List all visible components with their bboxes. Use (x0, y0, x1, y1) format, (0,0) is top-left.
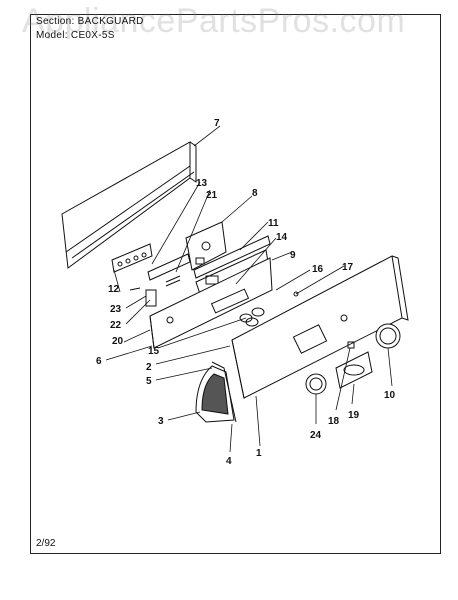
revision-date: 2/92 (36, 538, 56, 549)
callout-20: 20 (112, 336, 124, 347)
part-15-knob-set (239, 307, 265, 327)
callout-14: 14 (276, 232, 288, 243)
section-header: Section: BACKGUARD (36, 16, 144, 27)
part-13-bracket (147, 253, 191, 287)
part-18-button (347, 341, 355, 349)
callout-12: 12 (108, 284, 120, 295)
callout-4: 4 (226, 456, 232, 467)
callout-3: 3 (158, 416, 164, 427)
callout-21: 21 (206, 190, 218, 201)
part-24-knob (305, 373, 327, 395)
callout-13: 13 (196, 178, 208, 189)
part-8-control-board (185, 221, 227, 271)
callout-7: 7 (214, 118, 220, 129)
callout-8: 8 (252, 188, 258, 199)
callout-11: 11 (268, 218, 279, 229)
callout-5: 5 (146, 376, 152, 387)
callout-18: 18 (328, 416, 340, 427)
part-4-end-cap (195, 361, 237, 423)
callout-17: 17 (342, 262, 354, 273)
part-19-bezel (335, 351, 373, 389)
callout-24: 24 (310, 430, 322, 441)
callout-16: 16 (312, 264, 324, 275)
callout-23: 23 (110, 304, 122, 315)
callout-2: 2 (146, 362, 152, 373)
callout-labels: 7 8 13 21 11 14 9 16 17 12 23 22 20 6 15… (96, 118, 396, 467)
model-value: CE0X-5S (70, 30, 115, 41)
section-value: BACKGUARD (77, 16, 144, 27)
callout-22: 22 (110, 320, 122, 331)
model-header: Model: CE0X-5S (36, 30, 115, 41)
model-label: Model: (36, 30, 68, 41)
callout-6: 6 (96, 356, 102, 367)
callout-15: 15 (148, 346, 160, 357)
callout-9: 9 (290, 250, 296, 261)
part-12-switch-block (111, 243, 153, 273)
part-6-backguard-subpanel (149, 257, 273, 349)
part-11-display-bracket (193, 235, 271, 295)
part-1-backguard-panel (231, 255, 409, 399)
part-22-clip (129, 287, 157, 307)
part-7-rear-panel (61, 141, 197, 269)
callout-1: 1 (256, 448, 262, 459)
leader-lines (105, 125, 393, 453)
section-label: Section: (36, 16, 75, 27)
callout-10: 10 (384, 390, 396, 401)
diagram-frame (30, 14, 441, 554)
part-10-knob (375, 323, 401, 349)
callout-19: 19 (348, 410, 360, 421)
